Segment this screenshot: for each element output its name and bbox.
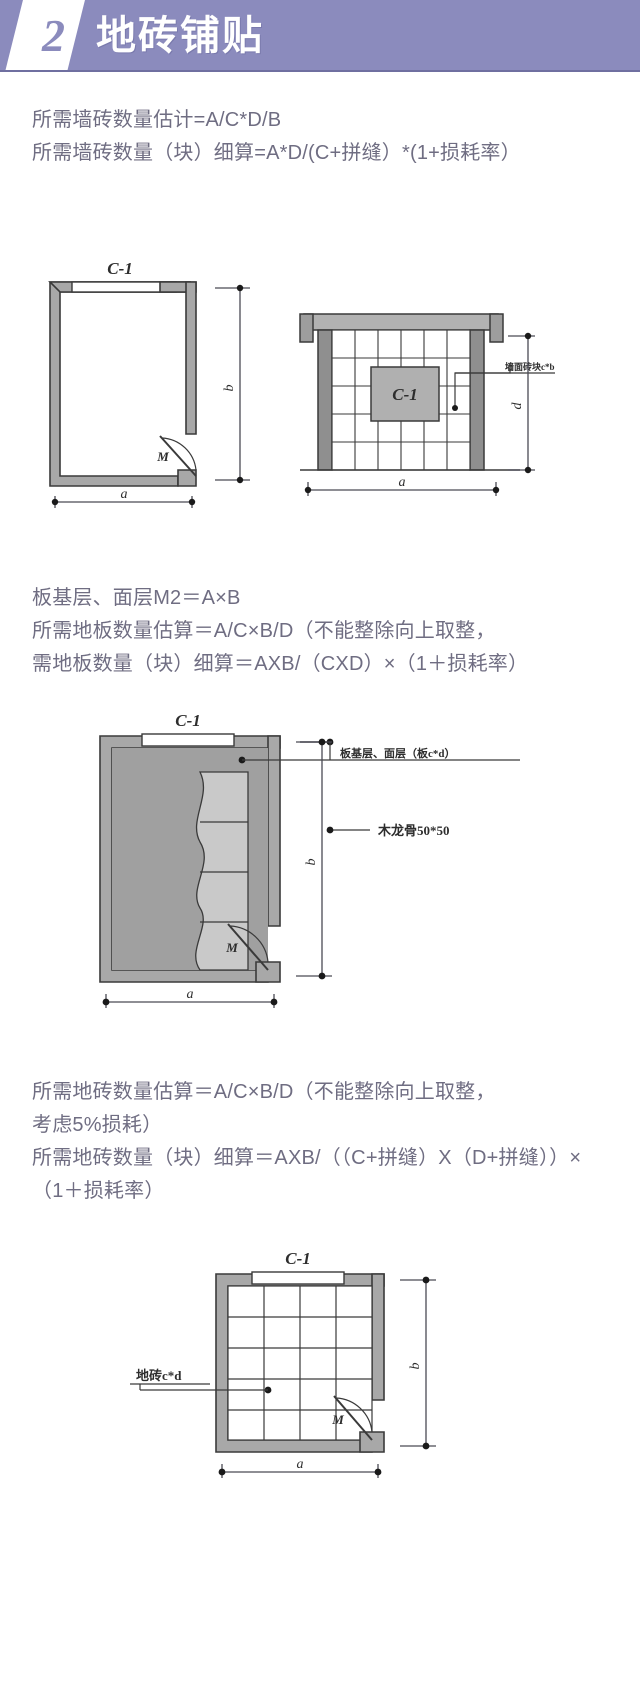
board-pieces	[195, 771, 249, 971]
tile-window-label: C-1	[285, 1250, 311, 1268]
wall-tile-figure: C-1 M b a	[0, 248, 640, 518]
tile-wall-right	[371, 1273, 385, 1401]
door-leaf-line	[159, 435, 197, 477]
plan-view-diagram: C-1 M b a	[48, 259, 250, 508]
plan-dimension-a: a	[51, 487, 196, 508]
plan-window-label: C-1	[107, 259, 133, 278]
tile-callout-leader	[130, 1383, 272, 1394]
plan-dimension-a-label: a	[121, 487, 128, 502]
floor-board-formula-line-1: 板基层、面层M2＝A×B	[32, 587, 241, 609]
elevation-callout-leader	[452, 368, 555, 411]
elevation-beam-right-end	[489, 313, 504, 343]
board-door-arc	[229, 925, 269, 963]
plan-dimension-b: b	[215, 284, 250, 484]
tile-door-leaf	[333, 1395, 373, 1441]
tile-callout-label: 地砖c*d	[136, 1368, 182, 1383]
tile-dimension-b: b	[400, 1276, 436, 1450]
tile-dimension-a-label: a	[297, 1457, 304, 1472]
board-callout-top-label: 板基层、面层（板c*d）	[340, 746, 456, 760]
board-dimension-a: a	[102, 987, 278, 1008]
plan-wall-right	[185, 281, 197, 435]
section-title: 地砖铺贴	[96, 14, 264, 58]
plan-door-label: M	[156, 449, 169, 464]
board-dimension-b: b	[296, 738, 332, 980]
elevation-beam-left-end	[299, 313, 314, 343]
tile-door-label: M	[331, 1412, 344, 1427]
board-window-opening	[141, 733, 235, 747]
banner-divider	[0, 70, 640, 72]
board-dimension-a-label: a	[187, 987, 194, 1002]
elevation-window-block	[370, 366, 440, 422]
section-number: 2	[42, 10, 65, 61]
elevation-dimension-d-label: d	[510, 402, 525, 410]
board-door-leaf	[227, 923, 269, 971]
floor-board-figure: C-1 M 板基层、面层（板c*d） 木龙骨50*50 b	[0, 712, 640, 1042]
tile-window-opening	[251, 1271, 345, 1285]
board-door-jamb	[255, 961, 281, 983]
elevation-ceiling-beam	[303, 313, 499, 331]
elevation-dimension-a: a	[304, 475, 500, 496]
tile-dimension-b-label: b	[408, 1363, 423, 1370]
board-joints	[200, 821, 248, 923]
wall-tile-formula-line-2: 所需墙砖数量（块）细算=A*D/(C+拼缝）*(1+损耗率）	[32, 142, 521, 164]
elevation-window-label: C-1	[392, 385, 418, 404]
board-wall-right	[267, 735, 281, 927]
floor-board-formula-line-3: 需地板数量（块）细算＝AXB/（CXD）×（1＋损耗率）	[32, 653, 529, 675]
tile-grid	[228, 1286, 372, 1440]
elevation-callout-label: 墙面砖块c*b	[505, 361, 555, 372]
plan-wall-left-bottom	[49, 281, 191, 487]
elevation-dimension-d: d	[508, 332, 535, 474]
board-window-label: C-1	[175, 712, 201, 730]
elevation-view-diagram: C-1 墙面砖块c*b d a	[299, 313, 555, 496]
tile-door-arc	[335, 1397, 373, 1433]
floor-board-formula-line-2: 所需地板数量估算＝A/C×B/D（不能整除向上取整，	[32, 620, 496, 642]
board-callout-mid-label: 木龙骨50*50	[377, 823, 450, 838]
floor-board-formula-text: 板基层、面层M2＝A×B 所需地板数量估算＝A/C×B/D（不能整除向上取整， …	[32, 582, 610, 681]
elevation-wall-right	[469, 329, 485, 471]
floor-tile-formula-line-2: 考虑5%损耗）	[32, 1114, 163, 1136]
elevation-dimension-a-label: a	[399, 475, 406, 490]
tile-dimension-a: a	[218, 1457, 382, 1478]
plan-dimension-b-label: b	[222, 385, 237, 392]
tile-door-jamb	[359, 1431, 385, 1453]
floor-tile-figure: C-1 M 地砖c*d b a	[0, 1250, 640, 1670]
board-door-label: M	[225, 940, 238, 955]
floor-tile-plan: C-1 M 地砖c*d b a	[130, 1250, 436, 1478]
board-callout-mid-leader	[326, 826, 370, 834]
wall-tile-formula-line-1: 所需墙砖数量估计=A/C*D/B	[32, 109, 282, 131]
board-dimension-b-label: b	[304, 859, 319, 866]
floor-board-plan: C-1 M 板基层、面层（板c*d） 木龙骨50*50 b	[99, 712, 520, 1008]
door-swing-arc	[161, 437, 197, 471]
floor-tile-formula-line-3: 所需地砖数量（块）细算＝AXB/（（C+拼缝）X（D+拼缝））×（1＋损耗率）	[32, 1147, 582, 1202]
wall-tile-formula-text: 所需墙砖数量估计=A/C*D/B 所需墙砖数量（块）细算=A*D/(C+拼缝）*…	[32, 104, 610, 170]
floor-tile-formula-text: 所需地砖数量估算＝A/C×B/D（不能整除向上取整， 考虑5%损耗） 所需地砖数…	[32, 1076, 610, 1208]
floor-tile-formula-line-1: 所需地砖数量估算＝A/C×B/D（不能整除向上取整，	[32, 1081, 496, 1103]
elevation-wall-left	[317, 329, 333, 471]
section-header-banner: 2 地砖铺贴	[0, 0, 640, 72]
